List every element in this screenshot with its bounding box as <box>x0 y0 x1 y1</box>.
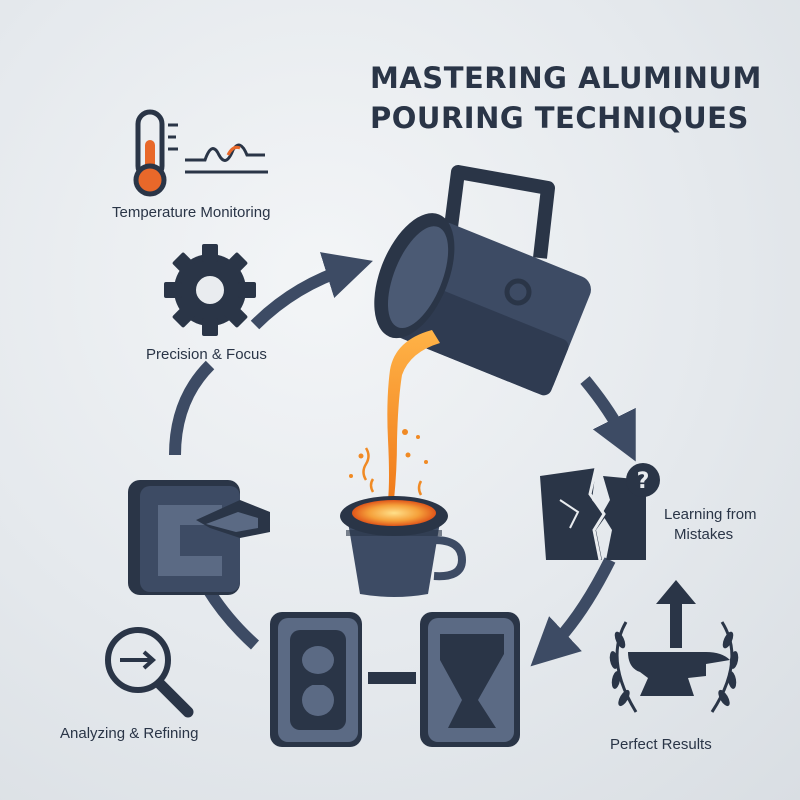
step-label-results: Perfect Results <box>610 736 712 753</box>
arrow-to-crucible <box>250 252 373 330</box>
crucible-icon <box>340 496 467 597</box>
mold-connector <box>368 672 416 684</box>
mold-block-icon <box>128 480 270 595</box>
step-label-learning-line1: Learning from <box>664 506 757 523</box>
ladle-icon <box>374 165 591 396</box>
step-label-analyzing: Analyzing & Refining <box>60 725 199 742</box>
molten-stream <box>349 330 440 500</box>
arrow-to-results <box>530 557 616 667</box>
step-label-temperature: Temperature Monitoring <box>112 204 271 221</box>
gear-icon <box>164 244 256 336</box>
broken-mold-icon: ? <box>540 463 660 561</box>
title-line-2: POURING TECHNIQUES <box>370 101 749 135</box>
anvil-laurel-icon <box>609 580 739 713</box>
title-line-1: MASTERING ALUMINUM <box>370 61 762 95</box>
arrow-to-learning <box>580 376 636 462</box>
magnifier-icon <box>105 627 194 718</box>
thermometer-icon <box>133 109 178 197</box>
mold-block-eight-icon <box>270 612 362 747</box>
mold-block-seven-icon <box>420 612 520 747</box>
step-label-precision: Precision & Focus <box>146 346 267 363</box>
wave-graph-icon <box>185 143 268 174</box>
svg-text:?: ? <box>637 469 650 494</box>
step-label-learning-line2: Mistakes <box>674 526 734 543</box>
arc-left-upper <box>169 360 215 456</box>
step-label-learning: Learning from Mistakes <box>664 505 757 545</box>
page-title: MASTERING ALUMINUM POURING TECHNIQUES <box>370 58 762 138</box>
